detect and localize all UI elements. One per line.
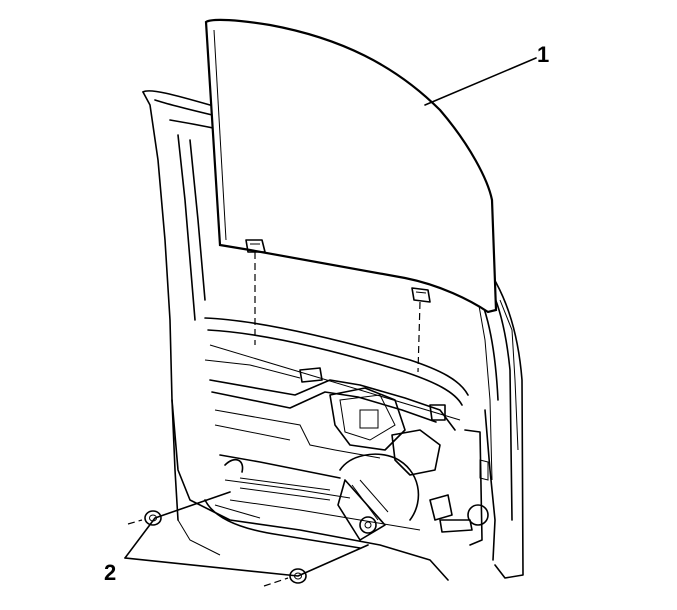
leader-line-1 [424, 57, 537, 106]
callout-label-2: 2 [104, 560, 117, 585]
glass-mounting-tab-left [245, 239, 266, 253]
glass-mounting-tab-right [411, 287, 431, 303]
inner-door-panel [204, 317, 469, 531]
window-regulator [224, 367, 473, 541]
leader-line-2b [124, 544, 369, 577]
callout-label-1: 1 [537, 42, 550, 67]
leader-line-2a [124, 491, 231, 559]
lower-door-panel [204, 429, 489, 549]
window-glass [204, 18, 498, 314]
tab-alignment-line-right [417, 301, 421, 373]
regulator-nut-lower [263, 568, 307, 587]
